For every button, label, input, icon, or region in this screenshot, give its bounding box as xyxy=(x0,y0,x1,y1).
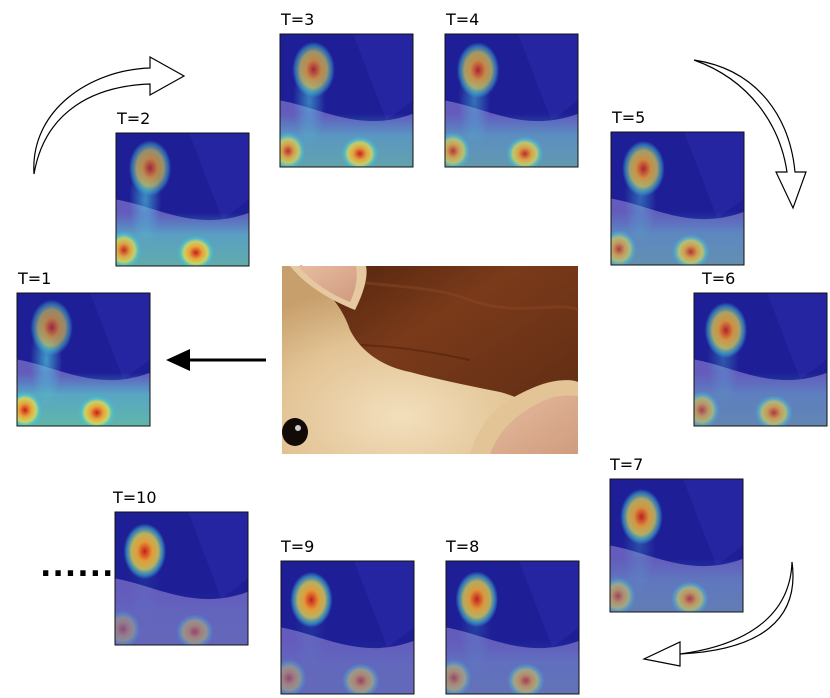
heatmap-frame-8 xyxy=(445,560,580,695)
input-photo xyxy=(281,264,579,454)
curved-arrow-bottom-right xyxy=(642,561,794,667)
heatmap-group xyxy=(16,33,828,695)
curved-arrow-top-right xyxy=(693,59,807,210)
step-label-t3: T=3 xyxy=(281,10,315,29)
curved-arrow-top-left xyxy=(33,55,186,175)
step-label-t10: T=10 xyxy=(113,488,157,507)
input-arrow xyxy=(166,349,266,371)
step-label-t8: T=8 xyxy=(446,537,480,556)
heatmap-frame-5 xyxy=(610,131,745,266)
heatmap-frame-2 xyxy=(115,132,250,267)
step-label-t2: T=2 xyxy=(117,109,151,128)
heatmap-frame-9 xyxy=(280,560,415,695)
heatmap-frame-3 xyxy=(279,33,414,168)
step-label-t6: T=6 xyxy=(702,269,736,288)
heatmap-frame-10 xyxy=(114,511,249,646)
heatmap-frame-7 xyxy=(609,478,744,613)
heatmap-frame-4 xyxy=(444,33,579,168)
step-label-t4: T=4 xyxy=(446,10,480,29)
heatmap-frame-6 xyxy=(693,292,828,427)
heatmap-frame-1 xyxy=(16,292,151,427)
continuation-ellipsis: ...... xyxy=(40,549,115,584)
step-label-t7: T=7 xyxy=(610,455,644,474)
step-label-t9: T=9 xyxy=(281,537,315,556)
dog-eye xyxy=(282,418,308,446)
step-label-t5: T=5 xyxy=(612,108,646,127)
step-label-t1: T=1 xyxy=(18,269,52,288)
